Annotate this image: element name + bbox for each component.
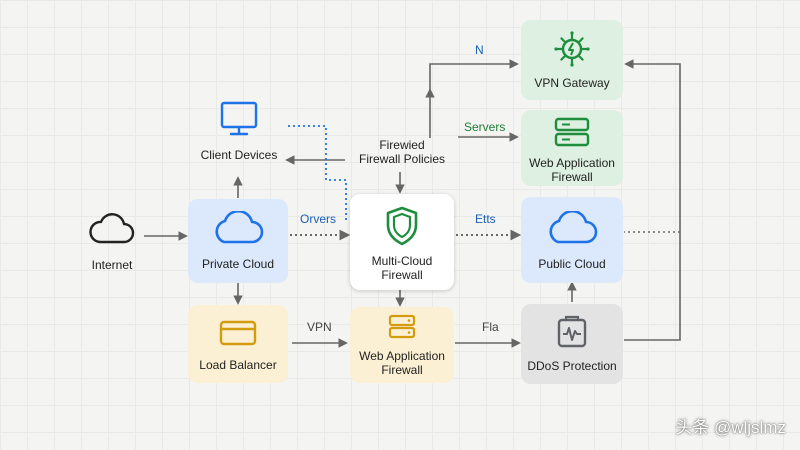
multi-cloud-firewall-node[interactable]: Multi-Cloud Firewall: [350, 194, 454, 290]
cloud-outline-icon: [80, 212, 144, 246]
internet-node[interactable]: Internet: [80, 212, 144, 272]
edge-label-n: N: [475, 43, 484, 57]
vpn-gateway-node[interactable]: VPN Gateway: [521, 20, 623, 100]
web-app-firewall-center-line1: Web Application: [359, 349, 445, 363]
server-stack-icon: [350, 313, 454, 343]
edge-label-orvers: Orvers: [300, 212, 336, 226]
shield-icon: [350, 206, 454, 246]
public-cloud-node[interactable]: Public Cloud: [521, 197, 623, 283]
edge-label-etts: Etts: [475, 212, 496, 226]
load-balancer-label: Load Balancer: [199, 358, 277, 372]
edge-label-servers: Servers: [464, 120, 506, 134]
virus-icon: [521, 30, 623, 68]
vpn-gateway-label: VPN Gateway: [534, 76, 610, 90]
firewall-policies-line1: Firewied: [379, 138, 425, 152]
firewall-policies-node[interactable]: Firewied Firewall Policies: [346, 138, 458, 166]
ddos-protection-node[interactable]: DDoS Protection: [521, 304, 623, 384]
web-app-firewall-right-node[interactable]: Web Application Firewall: [521, 110, 623, 186]
public-cloud-label: Public Cloud: [538, 257, 606, 271]
web-app-firewall-center-line2: Firewall: [381, 363, 423, 377]
edge-ddos-vpn-loop: [624, 59, 681, 341]
multi-cloud-firewall-line2: Firewall: [381, 268, 423, 282]
edge-client-multi-cloud-dotted: [288, 125, 347, 222]
watermark: 头条 @wljslmz: [675, 418, 786, 437]
client-devices-label: Client Devices: [200, 148, 278, 162]
private-cloud-label: Private Cloud: [201, 257, 275, 271]
card-icon: [188, 319, 288, 347]
firewall-policies-line2: Firewall Policies: [358, 152, 446, 166]
monitor-icon: [192, 100, 286, 138]
security-bag-icon: [521, 313, 623, 349]
cloud-icon: [188, 211, 288, 247]
edge-to-vpn-gateway: [429, 59, 519, 90]
edge-label-vpn: VPN: [307, 320, 332, 334]
client-devices-node[interactable]: Client Devices: [192, 100, 286, 164]
server-stack-icon: [521, 116, 623, 148]
internet-label: Internet: [91, 258, 133, 272]
web-app-firewall-right-line2: Firewall: [551, 170, 593, 184]
cloud-icon: [521, 211, 623, 247]
web-app-firewall-right-line1: Web Application: [529, 156, 615, 170]
ddos-protection-label: DDoS Protection: [527, 359, 617, 373]
edge-label-fla: Fla: [482, 320, 499, 334]
private-cloud-node[interactable]: Private Cloud: [188, 199, 288, 283]
multi-cloud-firewall-line1: Multi-Cloud: [371, 254, 433, 268]
load-balancer-node[interactable]: Load Balancer: [188, 305, 288, 383]
web-app-firewall-center-node[interactable]: Web Application Firewall: [350, 307, 454, 383]
